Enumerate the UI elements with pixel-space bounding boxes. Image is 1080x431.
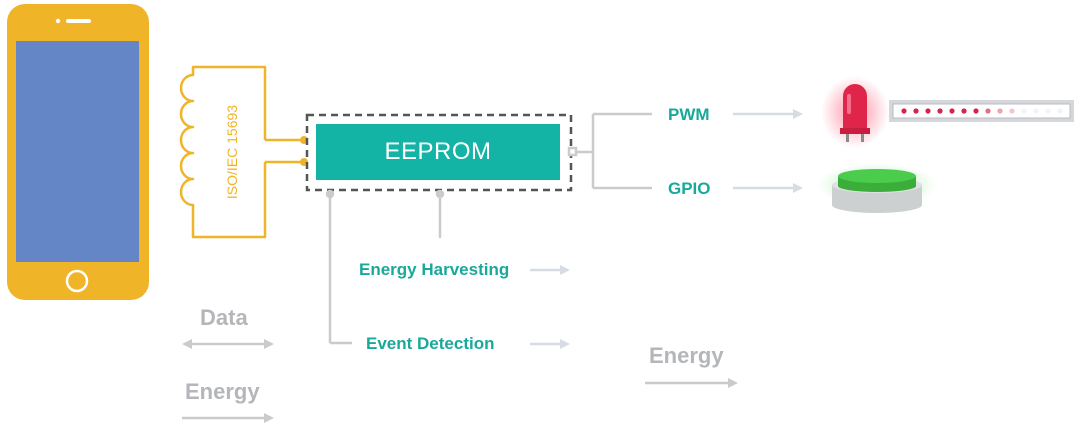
- output-wires: [567, 112, 652, 190]
- antenna-coil-icon: [179, 65, 308, 239]
- event-detection-label: Event Detection: [366, 334, 495, 353]
- data-legend-arrow: [182, 339, 274, 349]
- led-icon: [821, 76, 889, 148]
- led-bar-icon: [889, 100, 1074, 122]
- pwm-label: PWM: [668, 105, 710, 124]
- led-bar-dot: [937, 108, 943, 114]
- energy-legend-arrow-left: [182, 413, 274, 423]
- gpio-label: GPIO: [668, 179, 711, 198]
- led-bar-dot: [985, 108, 991, 114]
- led-bar-dot: [1033, 108, 1039, 114]
- energy-legend-label-right: Energy: [649, 343, 724, 368]
- gpio-arrow: [733, 183, 803, 193]
- led-bar-dot: [997, 108, 1003, 114]
- led-bar-dot: [1021, 108, 1027, 114]
- arrows: [530, 109, 803, 349]
- event-detection-arrow: [530, 339, 570, 349]
- led-bar-dot: [961, 108, 967, 114]
- led-bar-dot: [1057, 108, 1063, 114]
- led-bar-dot: [1045, 108, 1051, 114]
- energy-harvesting-arrow: [530, 265, 570, 275]
- eeprom-block: [316, 124, 560, 180]
- push-button-icon: [817, 163, 937, 213]
- led-bar-dot: [913, 108, 919, 114]
- feature-wires: [325, 189, 445, 345]
- pwm-arrow: [733, 109, 803, 119]
- antenna-standard-label: ISO/IEC 15693: [224, 104, 240, 200]
- led-bar-dot: [925, 108, 931, 114]
- eeprom-label: EEPROM: [384, 138, 492, 165]
- led-bar-dot: [973, 108, 979, 114]
- data-legend-label: Data: [200, 305, 248, 330]
- led-bar-dot: [1009, 108, 1015, 114]
- energy-legend-arrow-right: [645, 378, 738, 388]
- smartphone-icon: [7, 4, 149, 300]
- legend-arrows: [182, 339, 738, 423]
- led-bar-dot: [949, 108, 955, 114]
- led-bar-dot: [901, 108, 907, 114]
- energy-legend-label-left: Energy: [185, 379, 260, 404]
- energy-harvesting-label: Energy Harvesting: [359, 260, 510, 279]
